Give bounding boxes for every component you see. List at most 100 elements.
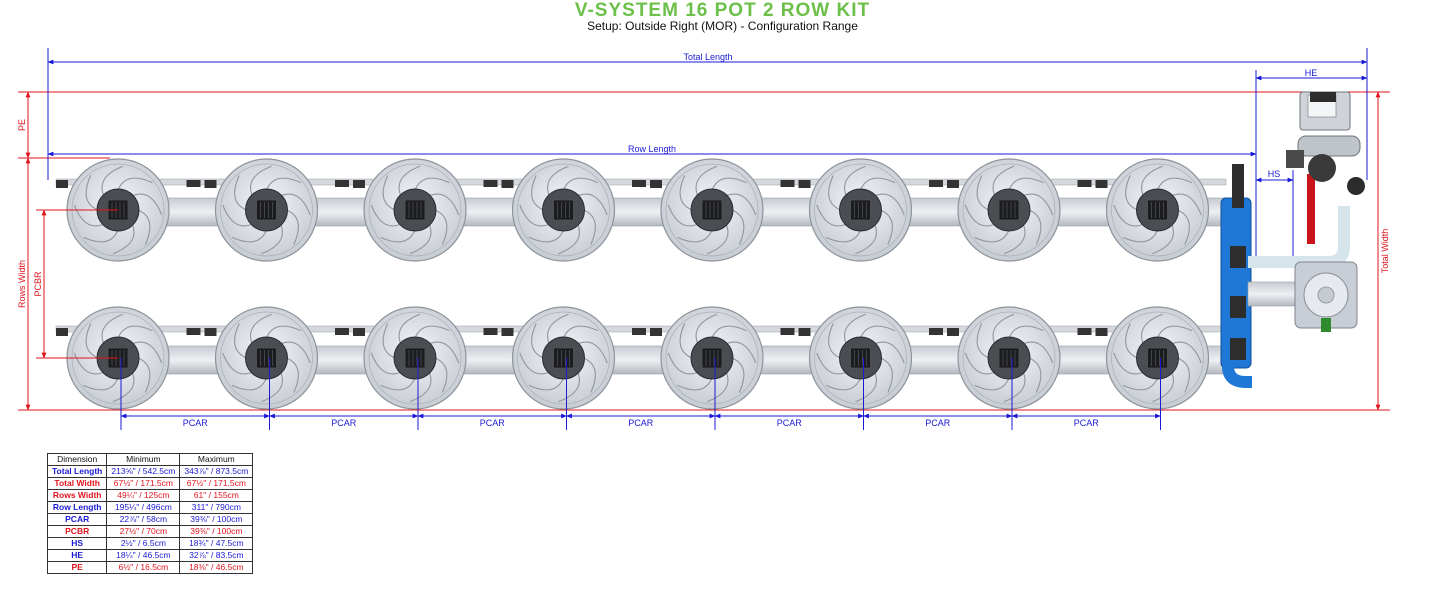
pump-motor [1308,154,1336,182]
pot-connector [204,180,217,188]
pot-vane [85,175,99,211]
pot-vane [711,177,747,191]
pot-vane [1022,193,1054,216]
pot-vane [112,223,135,255]
pot-vane [231,377,268,391]
pot-valve [632,180,646,187]
pot-vane [547,165,569,197]
pot-vane [137,209,151,245]
pot-vane [974,377,1010,391]
pot-connector [1095,328,1108,336]
pot-connector [501,328,514,336]
pot-valve [929,328,943,335]
pot-vane [974,229,1010,243]
pot-valve [483,180,498,187]
pot [1077,158,1210,262]
pot-vane [137,357,151,393]
blue-reference-lines [47,48,1368,260]
minimum-cell: 67½" / 171.5cm [106,477,181,490]
hs-label: HS [1268,169,1281,179]
pot-vane [382,175,396,211]
pot-vane [73,204,105,227]
pot-vane [398,165,421,197]
minimum-cell: 18¼" / 46.5cm [106,549,181,562]
pot-connector [650,180,662,188]
pot-vane [874,193,905,216]
pot-vane [131,341,163,364]
table-header-row: Dimension Minimum Maximum [46,453,254,466]
pot-rim [962,311,1056,405]
pot-valve [186,328,201,335]
maximum-cell: 39⅜" / 100cm [179,513,254,526]
pot-vane [667,204,699,227]
pot-vane [859,177,896,191]
pot-vane [677,377,713,391]
pot [929,306,1061,410]
pot-vane [547,313,569,345]
pot-vane [370,204,402,227]
pot-vane [83,229,119,243]
pot-vane [855,371,877,403]
pot-vane [531,175,544,211]
pcar-label: PCAR [777,418,803,428]
pot-vane [101,165,124,197]
pot-vane [859,325,896,339]
minimum-cell: 2½" / 6.5cm [106,537,181,550]
pot-vane [398,313,421,345]
pot-vane [434,209,448,245]
pot-connector [353,180,365,188]
pot-vane [434,357,448,393]
pot-grate [850,347,871,369]
pot-vane [265,325,302,339]
pot-vane [844,313,866,345]
pot-rim [814,163,907,257]
pot-vane [1003,223,1026,255]
maximum-cell: 18⅜" / 46.5cm [179,561,254,574]
rows-width-label: Rows Width [17,260,27,308]
pot-vane [117,325,153,339]
pot-grate [1147,347,1168,369]
pot-grate [256,347,277,369]
pot-rim [962,163,1056,257]
pot-vane [117,177,153,191]
pot [780,306,913,410]
pot [929,158,1061,262]
pot-vane [695,313,718,345]
pot-vane [1171,193,1202,216]
pot-vane [250,313,272,345]
pot-vane [1171,341,1202,364]
pot-vane [1125,323,1138,359]
pot-grate [404,347,426,369]
dimension-lines [25,59,1381,411]
pot-vane [1152,371,1174,403]
pot-vane [1122,229,1159,243]
pot-vane [880,209,893,245]
maximum-cell: 18¾" / 47.5cm [179,537,254,550]
dimension-name-cell: PCAR [46,513,108,526]
pot-connector [798,328,811,336]
pot-vane [286,357,299,393]
pot [780,158,913,262]
pot-vane [231,229,268,243]
pot-rim [517,311,610,405]
pot-vane [1003,371,1026,403]
pot-vane [667,352,699,375]
pot-grate [404,199,426,221]
minimum-cell: 195¼" / 496cm [106,501,181,514]
pot-valve [483,328,498,335]
pot-vane [992,313,1015,345]
dimension-name-cell: Total Length [46,465,108,478]
pot-vane [880,357,893,393]
pot-grate [998,347,1020,369]
pot-vane [528,377,565,391]
pot-vane [816,204,847,227]
